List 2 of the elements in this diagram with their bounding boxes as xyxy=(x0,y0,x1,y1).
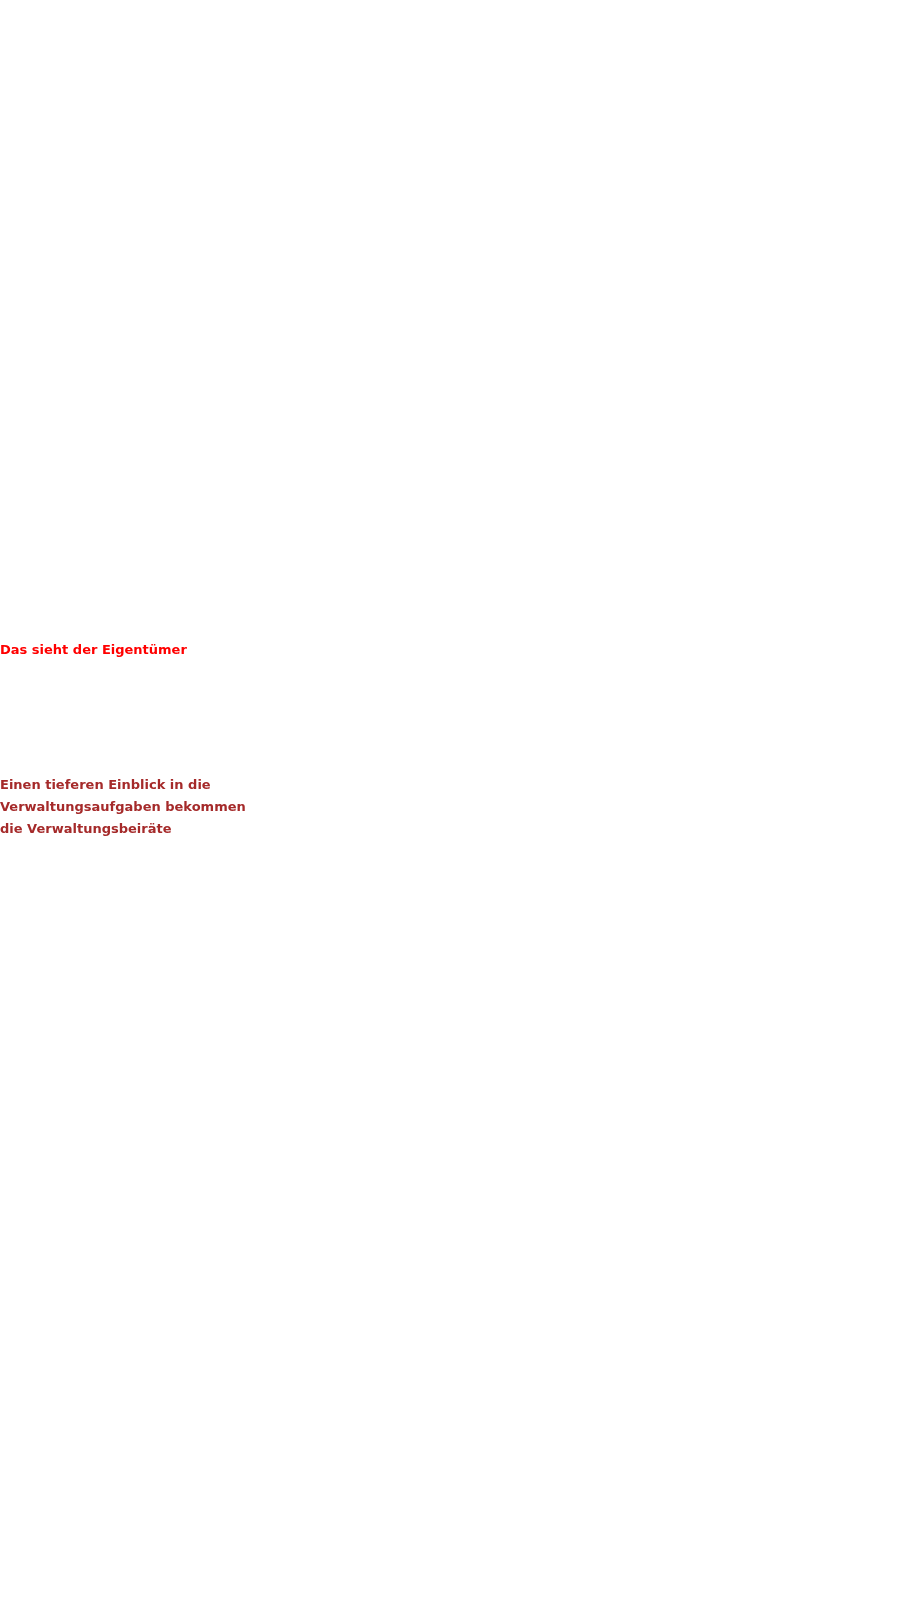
heading-text: Das sieht der Eigentümer xyxy=(0,641,188,659)
subheading-text: Einen tieferen Einblick in die Verwaltungsaufgaben bekommen die Verwaltungsbeiräte xyxy=(0,776,247,838)
